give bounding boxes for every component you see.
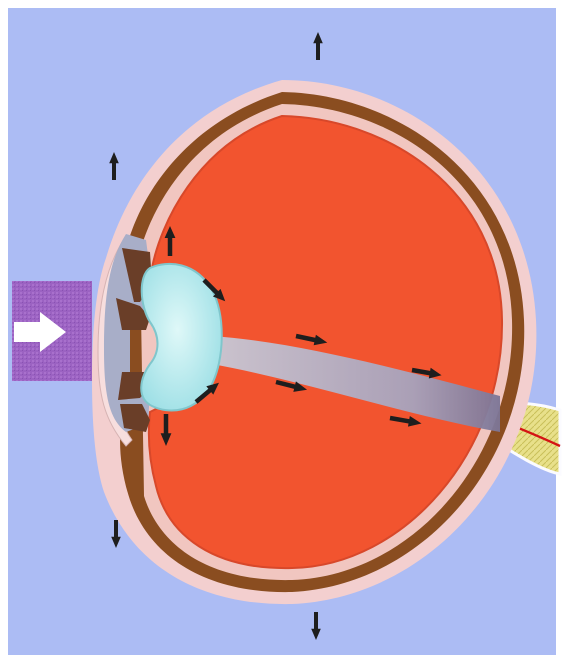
- pressure-stimulus: [12, 281, 92, 381]
